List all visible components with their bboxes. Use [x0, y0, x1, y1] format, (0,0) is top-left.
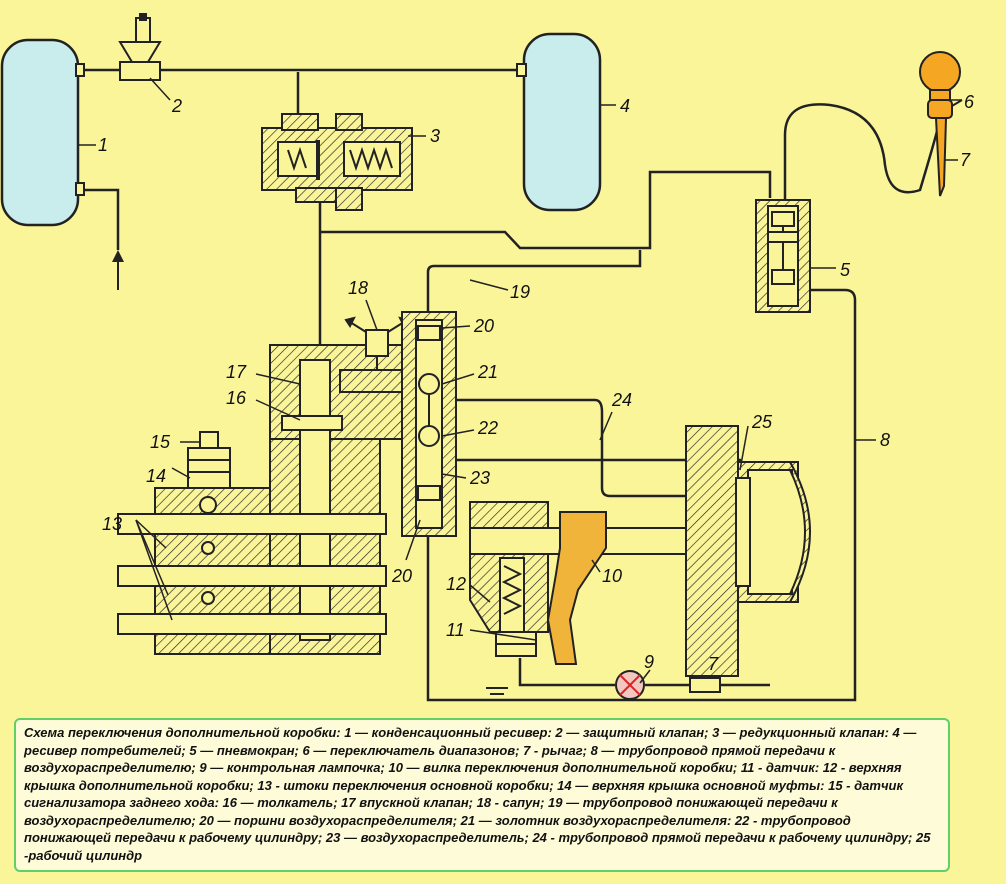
label-10: 10 — [602, 566, 622, 586]
label-3: 3 — [430, 126, 440, 146]
pipe-24 — [450, 398, 740, 498]
label-8: 8 — [880, 430, 890, 450]
label-17: 17 — [226, 362, 247, 382]
diagram-caption: Схема переключения дополнительной коробк… — [14, 718, 950, 872]
pneumatic-scheme: 1 2 3 4 5 6 7 7 8 9 10 11 12 13 14 15 16… — [0, 13, 975, 702]
label-22: 22 — [477, 418, 498, 438]
label-15: 15 — [150, 432, 171, 452]
leader-lines — [78, 77, 962, 684]
pipelines — [78, 68, 942, 702]
label-7-lever: 7 — [960, 150, 971, 170]
pneumatic-tap — [755, 199, 811, 313]
label-9: 9 — [644, 652, 654, 672]
number-labels: 1 2 3 4 5 6 7 7 8 9 10 11 12 13 14 15 16… — [98, 92, 975, 674]
sensor-11 — [486, 631, 537, 701]
shift-fork — [546, 511, 607, 665]
label-13: 13 — [102, 514, 122, 534]
control-lamp — [615, 670, 645, 700]
reducing-valve — [261, 113, 413, 211]
condensation-receiver — [0, 38, 85, 227]
label-21: 21 — [477, 362, 498, 382]
label-25: 25 — [751, 412, 773, 432]
resistor-element — [689, 677, 721, 693]
auxiliary-box-cover — [469, 501, 549, 635]
label-20-bottom: 20 — [391, 566, 412, 586]
range-switch — [919, 51, 963, 119]
label-7-element: 7 — [708, 654, 719, 674]
label-23: 23 — [469, 468, 490, 488]
label-5: 5 — [840, 260, 851, 280]
label-11: 11 — [446, 620, 465, 640]
lever — [934, 117, 948, 197]
label-18: 18 — [348, 278, 368, 298]
label-16: 16 — [226, 388, 247, 408]
air-distributor — [401, 311, 457, 537]
pipe-8 — [426, 288, 857, 702]
consumer-receiver — [516, 32, 602, 212]
pipe-upper-long — [320, 170, 772, 250]
label-20-top: 20 — [473, 316, 494, 336]
label-4: 4 — [620, 96, 630, 116]
label-1: 1 — [98, 135, 108, 155]
label-6: 6 — [964, 92, 975, 112]
shift-rods — [117, 496, 387, 635]
pipe-drain — [78, 188, 120, 250]
working-cylinder — [685, 425, 811, 677]
label-24: 24 — [611, 390, 632, 410]
label-12: 12 — [446, 574, 466, 594]
label-19: 19 — [510, 282, 530, 302]
breather-body — [339, 369, 411, 393]
label-14: 14 — [146, 466, 166, 486]
pipe-19 — [426, 250, 642, 312]
pipe-wire-9 — [518, 658, 770, 687]
protective-valve — [118, 13, 162, 81]
label-2: 2 — [171, 96, 182, 116]
inlet-arrowhead — [112, 250, 124, 262]
pipe-cable-6 — [783, 103, 942, 200]
reverse-sensor — [187, 431, 231, 489]
